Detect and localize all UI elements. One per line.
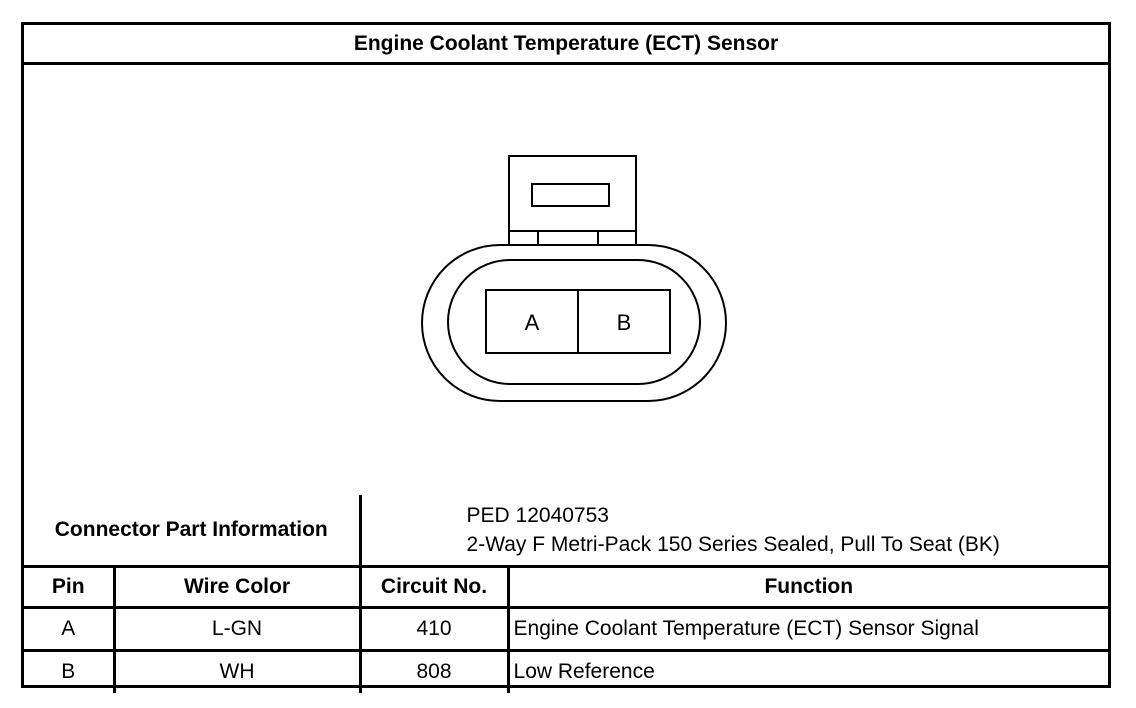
table-row: B WH 808 Low Reference bbox=[24, 648, 1109, 693]
cavity-b bbox=[577, 289, 671, 354]
row-pin: A bbox=[24, 605, 116, 652]
row-wire-color: WH bbox=[112, 648, 362, 693]
part-number: PED 12040753 bbox=[466, 503, 609, 527]
cavity-a-label: A bbox=[525, 310, 540, 335]
part-description: 2-Way F Metri-Pack 150 Series Sealed, Pu… bbox=[466, 532, 1000, 556]
connector-diagram: A B bbox=[24, 65, 1108, 495]
header-function: Function bbox=[506, 564, 1109, 609]
header-pin: Pin bbox=[24, 564, 116, 609]
row-circuit: 808 bbox=[358, 648, 510, 693]
sheet-title: Engine Coolant Temperature (ECT) Sensor bbox=[24, 25, 1108, 65]
row-function: Engine Coolant Temperature (ECT) Sensor … bbox=[506, 605, 1109, 652]
locking-tab-outline bbox=[508, 155, 637, 246]
connector-sheet: Engine Coolant Temperature (ECT) Sensor … bbox=[21, 22, 1111, 693]
connector-face-drawing: A B bbox=[421, 155, 727, 402]
row-wire-color: L-GN bbox=[112, 605, 362, 652]
locking-tab-slot bbox=[531, 183, 610, 207]
row-pin: B bbox=[24, 648, 116, 693]
row-circuit: 410 bbox=[358, 605, 510, 652]
header-circuit: Circuit No. bbox=[358, 564, 510, 609]
row-function: Low Reference bbox=[506, 648, 1109, 693]
cavity-b-label: B bbox=[617, 310, 632, 335]
part-info-label: Connector Part Information bbox=[24, 495, 362, 568]
table-header-row: Pin Wire Color Circuit No. Function bbox=[24, 564, 1109, 609]
part-info-row: Connector Part Information PED 12040753 … bbox=[24, 495, 1109, 568]
table-row: A L-GN 410 Engine Coolant Temperature (E… bbox=[24, 605, 1109, 652]
part-info-value: PED 12040753 2-Way F Metri-Pack 150 Seri… bbox=[358, 495, 1109, 568]
connector-info-table: Connector Part Information PED 12040753 … bbox=[24, 495, 1109, 693]
header-wire-color: Wire Color bbox=[112, 564, 362, 609]
